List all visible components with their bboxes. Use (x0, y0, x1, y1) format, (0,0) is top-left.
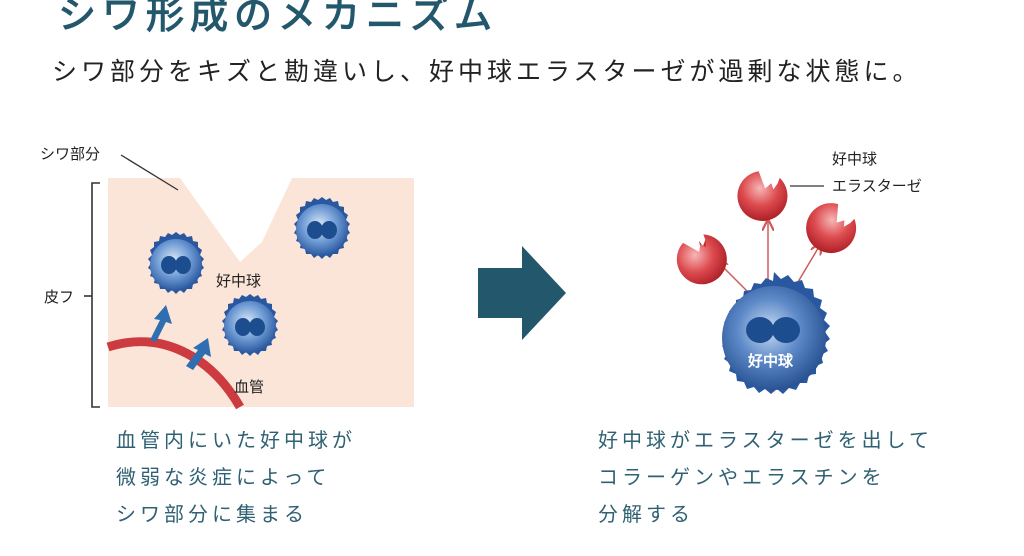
migration-arrow (186, 338, 211, 370)
elastase-enzyme (676, 234, 727, 285)
right-caption: 好中球がエラスターゼを出して コラーゲンやエラスチンを 分解する (598, 422, 933, 533)
elastase-enzyme (737, 171, 788, 221)
neutrophil-label: 好中球 (216, 272, 262, 290)
right-caption-line: コラーゲンやエラスチンを (598, 465, 886, 489)
elastase-enzyme (806, 203, 857, 254)
blood-vessel (106, 337, 244, 410)
big-neutrophil-label: 好中球 (748, 352, 794, 370)
neutrophil-cell (294, 197, 350, 259)
left-caption-line: シワ部分に集まる (116, 502, 308, 526)
migration-arrow (150, 305, 172, 342)
right-caption-line: 好中球がエラスターゼを出して (598, 428, 933, 452)
neutrophil-cell (148, 232, 204, 294)
left-caption-line: 血管内にいた好中球が (116, 428, 356, 452)
left-caption-line: 微弱な炎症によって (116, 465, 331, 489)
skin-tissue (108, 178, 414, 407)
elastase-label-line2: エラスターゼ (832, 177, 922, 195)
page-title: シワ形成のメカニズム (58, 0, 499, 37)
page-subtitle: シワ部分をキズと勘違いし、好中球エラスターゼが過剰な状態に。 (52, 57, 922, 86)
transition-arrow (478, 246, 566, 340)
big-neutrophil-cell (722, 272, 830, 394)
right-caption-line: 分解する (598, 502, 694, 526)
elastase-label-line1: 好中球 (832, 150, 878, 168)
wrinkle-pointer-line (120, 154, 179, 191)
wrinkle-label: シワ部分 (40, 145, 101, 163)
skin-label: 皮フ (44, 288, 75, 306)
left-caption: 血管内にいた好中球が 微弱な炎症によって シワ部分に集まる (116, 422, 356, 533)
neutrophil-cell (222, 294, 278, 356)
vessel-label: 血管 (234, 378, 265, 396)
skin-bracket (91, 182, 100, 408)
